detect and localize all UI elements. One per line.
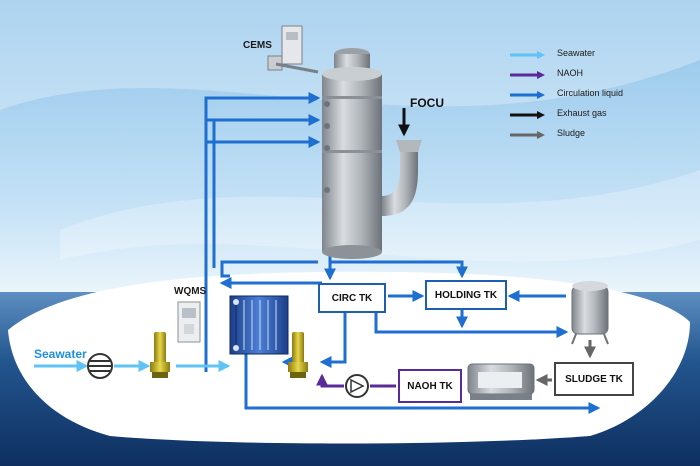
naoh-dosing-pump-icon (345, 374, 369, 398)
legend-item-sludge: Sludge (510, 128, 700, 142)
seawater-filter (87, 353, 113, 379)
scrubber-tower (322, 48, 422, 259)
circulation-pump (288, 332, 308, 378)
exhaust-arrow-icon (510, 111, 545, 119)
wqms-cabinet (177, 301, 201, 343)
legend-label: Exhaust gas (557, 108, 607, 118)
legend-item-circulation: Circulation liquid (510, 88, 700, 102)
legend-label: NAOH (557, 68, 584, 78)
cems-label: CEMS (243, 40, 272, 51)
decanter-centrifuge (467, 363, 535, 400)
legend-label: Sludge (557, 128, 586, 138)
holding-tank-label: HOLDING TK (434, 289, 498, 301)
cems-analyzer (267, 25, 319, 74)
naoh-tank: NAOH TK (398, 369, 462, 403)
legend-item-naoh: NAOH (510, 68, 700, 82)
seawater-pump (150, 332, 170, 378)
naoh-tank-label: NAOH TK (407, 380, 453, 392)
sludge-arrow-icon (510, 131, 545, 139)
sludge-filter-unit (571, 281, 609, 345)
holding-tank: HOLDING TK (425, 280, 507, 310)
wqms-label: WQMS (174, 286, 207, 297)
naoh-arrow-icon (510, 71, 545, 79)
circ-tank: CIRC TK (318, 283, 386, 313)
focu-label: FOCU (410, 96, 444, 110)
sludge-tank: SLUDGE TK (554, 362, 634, 396)
seawater-arrow-icon (510, 51, 545, 59)
sludge-pipes (535, 340, 596, 386)
circulation-pipes (204, 92, 601, 414)
circulation-arrow-icon (510, 91, 545, 99)
naoh-pipes (316, 373, 396, 388)
sludge-tank-label: SLUDGE TK (565, 373, 623, 385)
legend-item-exhaust: Exhaust gas (510, 108, 700, 122)
legend-label: Seawater (557, 48, 596, 58)
legend-label: Circulation liquid (557, 88, 624, 98)
plate-heat-exchanger (229, 295, 289, 355)
seawater-inlet-label: Seawater (34, 347, 87, 361)
circ-tank-label: CIRC TK (331, 292, 373, 304)
legend-item-seawater: Seawater (510, 48, 700, 62)
